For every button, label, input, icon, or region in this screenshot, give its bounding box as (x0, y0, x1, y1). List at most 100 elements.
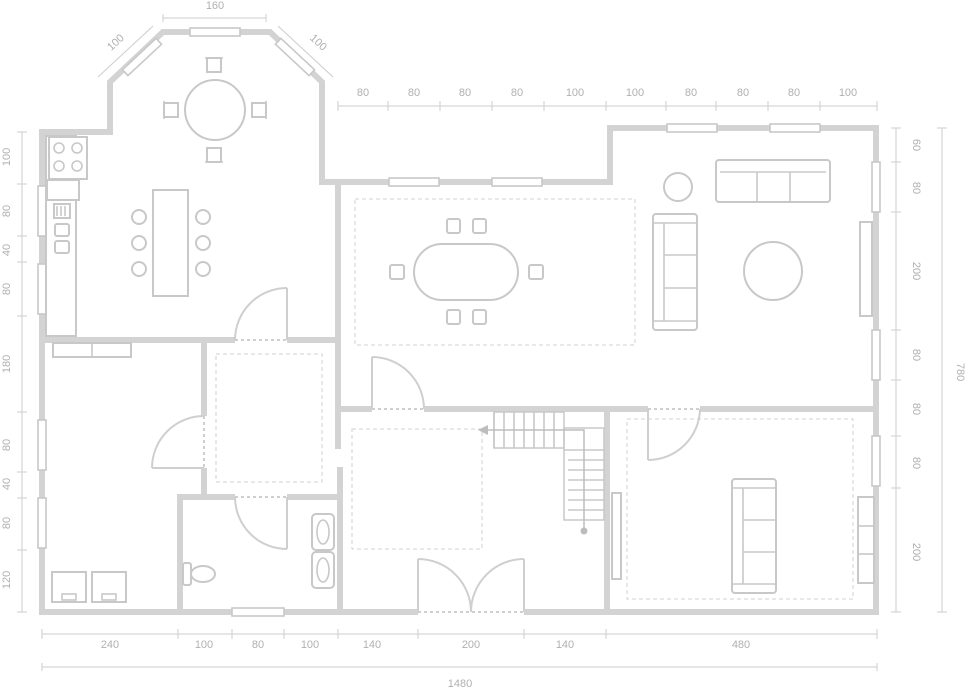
dim-bay-top: 160 (206, 0, 224, 12)
door-left-room (151, 415, 205, 469)
dim-left-6: 40 (1, 478, 13, 490)
kitchen (45, 135, 211, 337)
tv-console (859, 221, 873, 317)
rugs (215, 198, 854, 600)
chair-left (163, 102, 179, 118)
side-table (663, 172, 693, 202)
dim-bottom-0: 240 (101, 639, 119, 651)
staircase (478, 411, 605, 535)
dimension-lines (17, 14, 947, 671)
dryer (91, 571, 127, 603)
dim-left-3: 80 (1, 283, 13, 295)
sofa-left (652, 213, 698, 331)
dim-right-0: 60 (910, 139, 922, 151)
window-left-1 (37, 185, 47, 237)
dim-bottom-3: 100 (301, 639, 319, 651)
kitchen-island (152, 189, 189, 297)
dim-right-4: 80 (910, 403, 922, 415)
window-left-4 (37, 497, 47, 549)
toilet-bowl (190, 565, 216, 583)
dim-right-5: 80 (910, 457, 922, 469)
dim-bottom-5: 200 (462, 639, 480, 651)
dim-bottom-6: 140 (556, 639, 574, 651)
dim-left-1: 80 (1, 205, 13, 217)
living-room (652, 159, 873, 331)
wardrobe (857, 496, 875, 584)
hall-rug-left (215, 353, 323, 483)
door-entrance (417, 558, 525, 613)
dim-left-7: 80 (1, 517, 13, 529)
bedroom-shelf (611, 492, 622, 580)
dim-left-8: 120 (1, 571, 13, 589)
chair-top (206, 57, 222, 73)
washer (51, 571, 87, 603)
dim-total-height: 780 (954, 363, 966, 381)
coffee-table (743, 241, 803, 301)
door-kitchen-hall (234, 287, 288, 341)
door-central (371, 356, 425, 410)
chair-bottom (206, 147, 222, 163)
door-openings (200, 336, 700, 616)
dim-right-3: 80 (910, 349, 922, 361)
dim-bay-left: 100 (105, 32, 127, 53)
bathroom (182, 513, 335, 589)
sink-2 (311, 551, 335, 589)
dim-top-3: 80 (511, 87, 523, 99)
sink (53, 203, 71, 219)
dim-top-6: 80 (685, 87, 697, 99)
dim-left-0: 100 (1, 148, 13, 166)
dim-bottom-4: 140 (363, 639, 381, 651)
bay-dining-set (163, 57, 267, 163)
window-living-2 (769, 123, 821, 133)
window-bay-top (189, 27, 241, 37)
dim-right-6: 200 (910, 543, 922, 561)
dim-total-width: 1480 (448, 678, 472, 688)
window-dining-2 (491, 177, 543, 187)
dim-bottom-2: 80 (252, 639, 264, 651)
stove (48, 136, 88, 180)
door-bedroom (647, 408, 701, 461)
bedroom-sofa (731, 478, 777, 594)
window-bath (231, 607, 285, 617)
window-bay-right (274, 37, 316, 77)
dim-right-1: 80 (910, 182, 922, 194)
doors (151, 287, 701, 613)
window-right-2 (871, 329, 881, 381)
window-bay-left (121, 37, 163, 77)
outer-wall (39, 29, 879, 615)
round-table (184, 79, 246, 141)
left-room-fixtures (51, 342, 132, 603)
dim-bottom-7: 480 (732, 639, 750, 651)
window-dining-1 (388, 177, 440, 187)
sofa-top (715, 159, 831, 203)
windows (37, 27, 881, 617)
dim-bottom-1: 100 (195, 639, 213, 651)
hall-rug-center (351, 428, 483, 550)
bedroom (611, 478, 875, 594)
dim-top-2: 80 (459, 87, 471, 99)
window-right-3 (871, 435, 881, 487)
dim-left-4: 180 (1, 355, 13, 373)
dining-room (389, 218, 544, 325)
window-living-1 (666, 123, 718, 133)
chair-right (251, 102, 267, 118)
dim-top-4: 100 (566, 87, 584, 99)
dim-top-7: 80 (737, 87, 749, 99)
walls (39, 29, 879, 615)
door-bathroom (234, 496, 288, 550)
dim-top-0: 80 (357, 87, 369, 99)
dim-top-8: 80 (788, 87, 800, 99)
window-right-1 (871, 161, 881, 213)
counter-block (46, 179, 80, 201)
dim-left-2: 40 (1, 244, 13, 256)
bedroom-rug (626, 418, 854, 600)
dim-left-5: 80 (1, 439, 13, 451)
window-left-3 (37, 419, 47, 471)
sink-1 (311, 513, 335, 551)
dim-top-9: 100 (839, 87, 857, 99)
toilet-tank (182, 562, 192, 586)
dim-bay-right: 100 (307, 32, 329, 53)
oval-table (413, 243, 519, 301)
